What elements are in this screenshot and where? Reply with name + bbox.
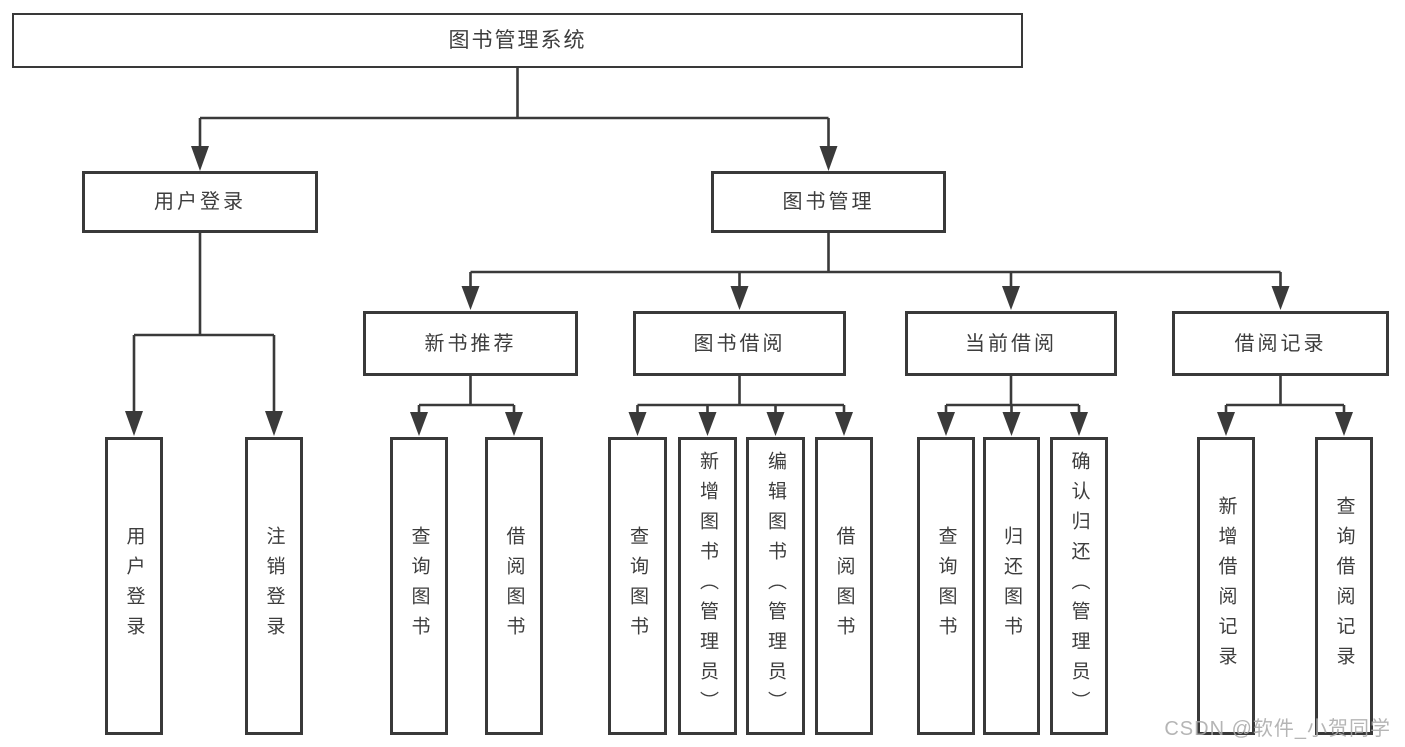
- connector-book-management: [461, 233, 1290, 310]
- node-root: 图书管理系统: [12, 13, 1023, 68]
- leaf-logout-label: 注销登录: [263, 526, 285, 646]
- leaf-add-book-admin-label: 新增图书（管理员）: [697, 451, 718, 721]
- leaf-logout: 注销登录: [245, 437, 303, 735]
- connector-root: [191, 68, 838, 171]
- leaf-recommend-query-book: 查询图书: [390, 437, 448, 735]
- node-new-book-recommend: 新书推荐: [363, 311, 578, 376]
- node-book-management-label: 图书管理: [782, 191, 875, 213]
- node-current-borrow: 当前借阅: [905, 311, 1117, 376]
- node-borrow-record-label: 借阅记录: [1234, 332, 1327, 355]
- leaf-return-book: 归还图书: [983, 437, 1040, 735]
- leaf-query-borrow-record: 查询借阅记录: [1315, 437, 1373, 735]
- node-user-login-label: 用户登录: [154, 191, 246, 213]
- leaf-edit-book-admin: 编辑图书（管理员）: [746, 437, 805, 735]
- connector-new-book-recommend: [410, 376, 523, 436]
- leaf-user-login-label: 用户登录: [123, 526, 145, 646]
- connector-current-borrow: [937, 376, 1088, 436]
- csdn-watermark: CSDN @软件_小贺同学: [1164, 718, 1391, 740]
- node-root-label: 图书管理系统: [448, 28, 587, 52]
- node-book-borrow: 图书借阅: [633, 311, 846, 376]
- leaf-borrow-query-book-label: 查询图书: [627, 526, 648, 646]
- leaf-add-borrow-record: 新增借阅记录: [1197, 437, 1255, 735]
- leaf-return-book-label: 归还图书: [1001, 526, 1022, 646]
- leaf-edit-book-admin-label: 编辑图书（管理员）: [765, 451, 786, 721]
- node-user-login: 用户登录: [82, 171, 318, 233]
- leaf-current-query-book-label: 查询图书: [935, 526, 957, 646]
- node-book-borrow-label: 图书借阅: [693, 332, 786, 355]
- leaf-borrow-book-label: 借阅图书: [833, 526, 855, 646]
- leaf-borrow-query-book: 查询图书: [608, 437, 667, 735]
- connector-user-login: [125, 233, 283, 436]
- node-new-book-recommend-label: 新书推荐: [424, 332, 517, 355]
- leaf-user-login: 用户登录: [105, 437, 163, 735]
- leaf-confirm-return-admin: 确认归还（管理员）: [1050, 437, 1108, 735]
- leaf-current-query-book: 查询图书: [917, 437, 975, 735]
- leaf-borrow-book: 借阅图书: [815, 437, 873, 735]
- leaf-recommend-borrow-book-label: 借阅图书: [503, 526, 525, 646]
- connector-book-borrow: [628, 376, 853, 436]
- leaf-recommend-borrow-book: 借阅图书: [485, 437, 543, 735]
- leaf-confirm-return-admin-label: 确认归还（管理员）: [1068, 451, 1090, 721]
- connector-borrow-record: [1217, 376, 1353, 436]
- leaf-add-book-admin: 新增图书（管理员）: [678, 437, 737, 735]
- leaf-recommend-query-book-label: 查询图书: [408, 526, 430, 646]
- node-book-management: 图书管理: [711, 171, 946, 233]
- node-current-borrow-label: 当前借阅: [965, 332, 1057, 355]
- node-borrow-record: 借阅记录: [1172, 311, 1389, 376]
- leaf-add-borrow-record-label: 新增借阅记录: [1215, 496, 1237, 676]
- leaf-query-borrow-record-label: 查询借阅记录: [1333, 496, 1355, 676]
